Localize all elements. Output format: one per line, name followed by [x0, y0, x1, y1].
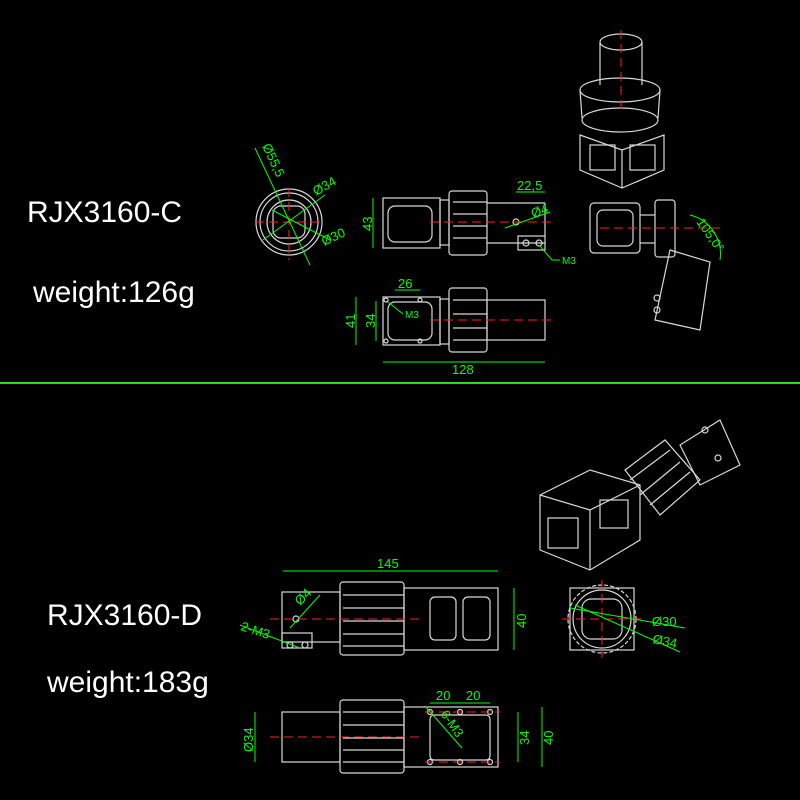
d-dim-spacing-b: 20	[466, 688, 480, 703]
c-dim-angle: 105,0°	[694, 215, 728, 255]
d-dim-outer-height: 40	[541, 731, 556, 745]
c-dim-hole-spacing: 26	[398, 276, 412, 291]
d-dim-length: 145	[377, 556, 399, 571]
d-dim-thread-side: 2-M3	[239, 619, 272, 642]
c-dim-diameter-30: Ø30	[319, 225, 348, 249]
d-front-view: Ø30 Ø34	[562, 580, 686, 658]
c-top-view: 41 34 26 M3 128	[343, 276, 555, 377]
model-c-title: RJX3160-C	[27, 196, 182, 229]
d-dim-inner-height: 34	[517, 731, 532, 745]
d-dim-tube-diameter: Ø34	[241, 727, 256, 752]
d-dim-diameter-34: Ø34	[651, 631, 678, 651]
c-dim-width-inner: 34	[363, 314, 378, 328]
d-dim-diameter-30: Ø30	[652, 614, 677, 629]
c-dim-thread-top: M3	[405, 310, 419, 321]
d-side-view: 145 Ø4 2-M3 40	[239, 556, 529, 656]
d-isometric-view	[539, 419, 741, 571]
c-dim-offset: 22,5	[517, 178, 542, 193]
d-dim-height: 40	[514, 614, 529, 628]
c-isometric-view	[579, 30, 665, 189]
c-dim-hole: Ø4	[529, 201, 550, 221]
c-dim-outer-diameter: Ø55,5	[259, 141, 288, 179]
c-side-view: 43 22,5 Ø4 M3	[360, 178, 576, 267]
model-d-title: RJX3160-D	[47, 599, 202, 632]
model-d-weight: weight:183g	[46, 666, 209, 699]
c-angled-view: 105,0°	[589, 199, 728, 331]
c-dim-thread-side: M3	[562, 256, 576, 267]
d-dim-spacing-a: 20	[436, 688, 450, 703]
c-dim-width-outer: 41	[343, 314, 358, 328]
c-dim-length: 128	[452, 362, 474, 377]
c-dim-diameter-34: Ø34	[310, 173, 339, 198]
c-front-view: Ø55,5 Ø34 Ø30	[254, 141, 348, 266]
c-dim-height: 43	[360, 217, 375, 231]
model-c-weight: weight:126g	[32, 276, 195, 309]
d-top-view: 20 20 6-M3 34 40 Ø34	[241, 688, 556, 774]
